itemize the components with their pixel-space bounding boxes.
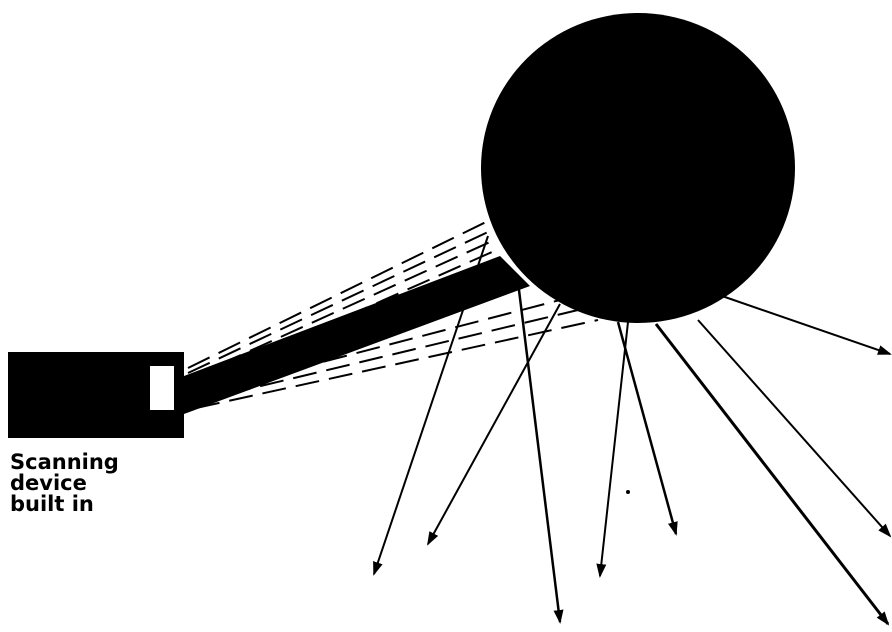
arrow-ray-5 [618,322,676,534]
arrow-ray-8 [722,296,890,354]
scanning-device-icon [8,352,184,438]
scan-beam [184,256,530,414]
arrow-ray-6 [656,324,888,624]
ink-speck [626,490,630,494]
label-line-2: device [10,473,150,494]
arrow-ray-2 [428,304,560,544]
scanning-device-label: Scanning device built in [10,452,150,515]
label-line-1: Scanning [10,452,150,473]
sphere [481,13,795,323]
label-line-3: built in [10,494,150,515]
arrow-ray-4 [600,322,628,576]
